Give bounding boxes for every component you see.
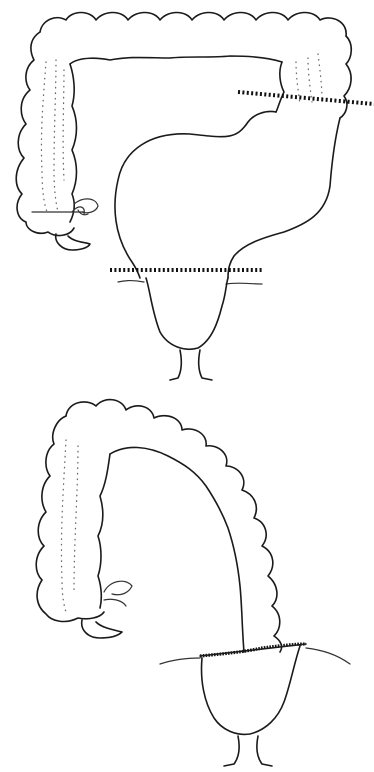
rectum [146, 278, 228, 349]
terminal-ileum [74, 199, 98, 213]
rectum-2 [202, 646, 301, 734]
ascending-2-stipple-1 [61, 440, 66, 612]
ascending-colon-inner-wall [70, 64, 77, 222]
anal-canal [170, 350, 212, 380]
transverse-colon [40, 13, 346, 37]
panel-top-resection [16, 13, 374, 381]
ascending-2-stipple-2 [74, 446, 78, 590]
ascending-stipple-1 [41, 62, 48, 214]
anal-canal-2 [224, 736, 272, 766]
dilated-segment-right-wall [228, 118, 340, 278]
peritoneal-line-right [226, 283, 262, 284]
ascending-stipple-2 [54, 60, 58, 212]
transverse-colon-2-inner-wall [110, 447, 244, 652]
peritoneal-line-left [118, 281, 144, 283]
ascending-colon-2-inner-wall [98, 454, 110, 608]
terminal-ileum-2 [104, 581, 132, 595]
transverse-colon-2 [66, 400, 282, 652]
panel-bottom-anastomosis [36, 400, 350, 766]
appendix [56, 234, 90, 250]
dilated-segment [115, 111, 276, 278]
ascending-stipple-3 [63, 70, 64, 180]
descending-stipple-1 [318, 54, 322, 100]
terminal-ileum-2-lower [104, 599, 126, 606]
resection-line-upper [238, 92, 374, 104]
transverse-colon-lower-wall [70, 56, 282, 64]
peritoneal-line-left-2 [160, 658, 200, 664]
descending-stipple-2 [308, 58, 312, 102]
peritoneal-line-right-2 [306, 648, 350, 664]
ascending-colon-2 [36, 416, 104, 621]
appendix-2 [82, 620, 122, 638]
anastomosis-edge [200, 644, 306, 656]
descending-colon-inner-wall [276, 62, 284, 112]
descending-colon [340, 36, 351, 118]
